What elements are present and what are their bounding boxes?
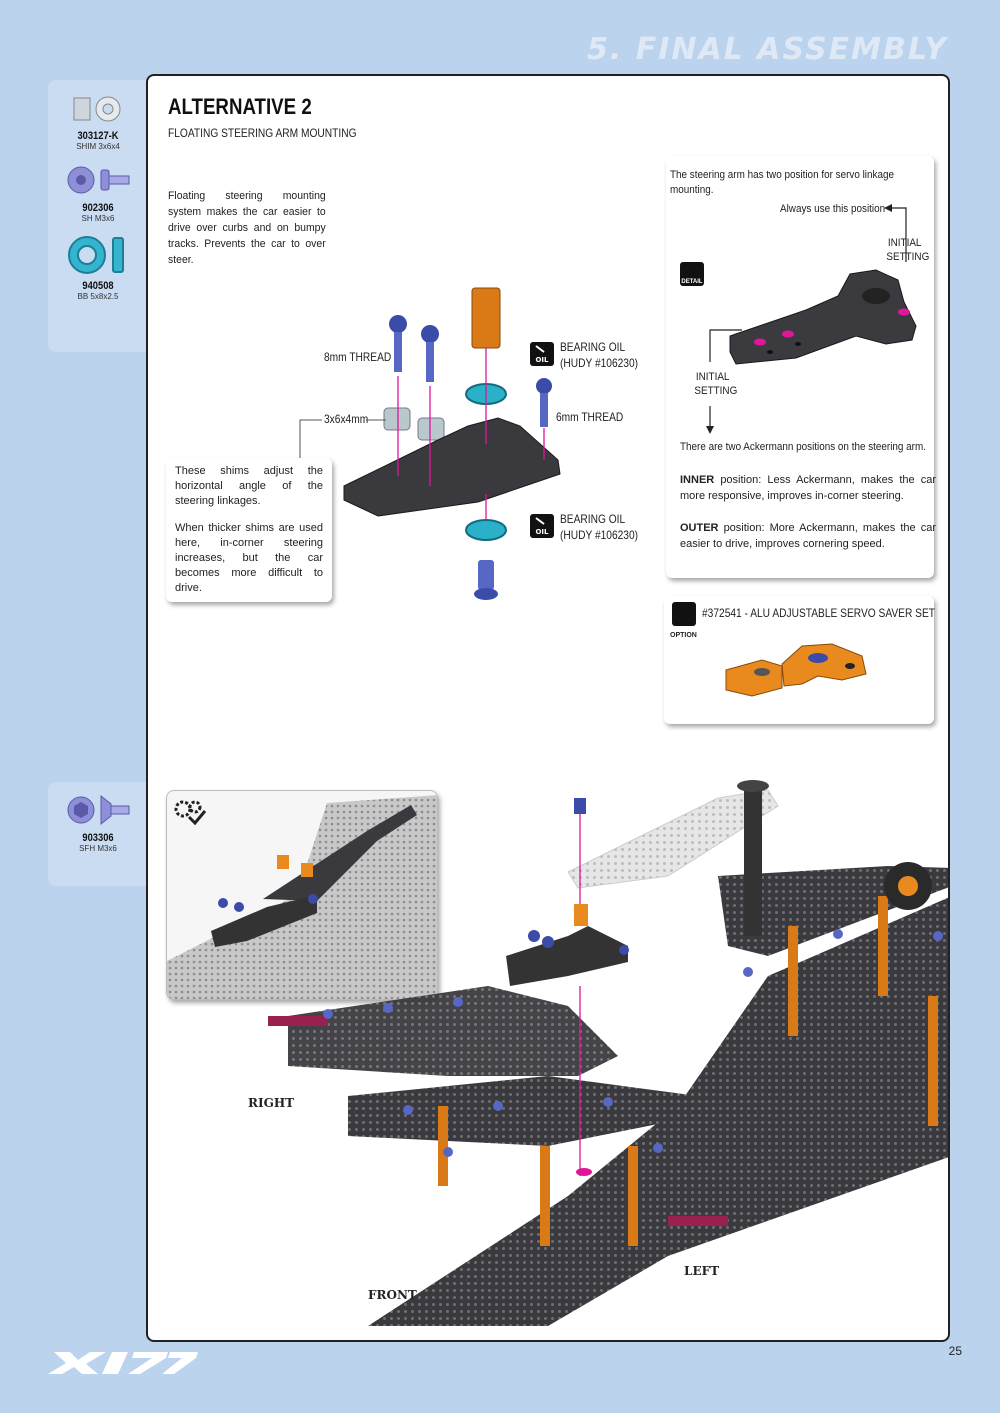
svg-text:OIL: OIL (535, 528, 549, 536)
steering-arm-detail (729, 269, 917, 365)
detail-photo (166, 790, 438, 1000)
part-desc: BB 5x8x2.5 (77, 292, 119, 301)
aluminium-post (471, 287, 501, 349)
part-desc: SFH M3x6 (79, 844, 117, 853)
socket-head-screw-icon (67, 166, 130, 194)
brand-logo (48, 1352, 198, 1374)
initial-setting-1b: SETTING (886, 251, 930, 263)
part-shim: 303127-K SHIM 3x6x4 (48, 80, 148, 152)
outer-label: OUTER (680, 522, 719, 534)
part-code: 902306 (82, 202, 114, 214)
part-ball-bearing: 940508 BB 5x8x2.5 (48, 224, 148, 302)
initial-setting-2a: INITIAL (695, 371, 730, 383)
ball-stud-right (536, 378, 552, 427)
direction-front: FRONT (368, 1288, 417, 1302)
label-bearing-oil: BEARING OIL (560, 340, 626, 354)
exploded-steering-diagram (343, 287, 561, 600)
option-text: #372541 - ALU ADJUSTABLE SERVO SAVER SET (702, 606, 936, 620)
oil-icon: OIL (530, 514, 554, 538)
part-code: 303127-K (77, 130, 119, 142)
shims-note-p1: These shims adjust the horizontal angle … (175, 465, 323, 507)
part-sh-screw: 902306 SH M3x6 (48, 152, 148, 224)
shim-icon (73, 96, 121, 122)
detail-icon-label: DETAIL (681, 279, 703, 285)
label-hudy-oil: (HUDY #106230) (560, 356, 639, 370)
label-hudy-oil: (HUDY #106230) (560, 528, 639, 542)
ball-stud-left (389, 315, 407, 372)
thumbs-up-icon (672, 602, 696, 626)
steering-top-text: The steering arm has two position for se… (670, 169, 894, 196)
flat-head-screw-icon (67, 794, 130, 826)
assembly-panel: ALTERNATIVE 2 FLOATING STEERING ARM MOUN… (146, 74, 950, 1342)
ball-stud-mid (421, 325, 439, 382)
direction-right: RIGHT (248, 1096, 295, 1110)
shims-note-p2: When thicker shims are used here, in-cor… (175, 522, 323, 594)
shims-note: These shims adjust the horizontal angle … (166, 458, 332, 602)
parts-sidebar-top: 303127-K SHIM 3x6x4 902306 SH M3x6 94050… (48, 80, 148, 352)
label-bearing-oil: BEARING OIL (560, 512, 626, 526)
shim-left (383, 407, 411, 431)
label-6mm-thread: 6mm THREAD (556, 410, 624, 424)
arrow-down-icon (706, 329, 742, 434)
svg-text:OIL: OIL (535, 356, 549, 364)
servo-saver-image (725, 643, 867, 697)
label-shim-size: 3x6x4mm (324, 412, 369, 426)
ball-bearing-icon (68, 236, 124, 274)
outer-position-text: OUTER position: More Ackermann, makes th… (680, 520, 936, 552)
shim-mid (417, 417, 445, 441)
label-8mm-thread: 8mm THREAD (324, 350, 392, 364)
inner-desc: position: Less Ackermann, makes the car … (680, 474, 936, 502)
always-use-text: Always use this position (780, 203, 886, 215)
initial-setting-1a: INITIAL (887, 237, 922, 249)
leader-lines (299, 419, 386, 464)
steering-arm (343, 417, 561, 517)
page-subtitle: FLOATING STEERING ARM MOUNTING (168, 126, 357, 140)
part-code: 903306 (82, 832, 114, 844)
page-number: 25 (948, 1344, 962, 1358)
detail-icon: DETAIL (680, 262, 704, 286)
arrow-left-icon (884, 204, 907, 262)
ackermann-text: There are two Ackermann positions on the… (680, 441, 926, 453)
initial-setting-2b: SETTING (694, 385, 738, 397)
option-icon-label: OPTION (670, 632, 697, 639)
part-sfh-screw: 903306 SFH M3x6 (48, 782, 148, 854)
gears-check-icon (174, 800, 207, 826)
bottom-screw (474, 560, 498, 600)
page-title: ALTERNATIVE 2 (168, 94, 312, 119)
chassis-assembly-image (268, 780, 948, 1326)
section-title: 5. FINAL ASSEMBLY (587, 32, 948, 67)
chassis-detail-image (167, 795, 437, 999)
part-desc: SHIM 3x6x4 (76, 142, 120, 151)
inner-position-text: INNER position: Less Ackermann, makes th… (680, 472, 936, 504)
oil-icon: OIL (530, 342, 554, 366)
part-desc: SH M3x6 (81, 214, 115, 223)
steering-arm-info-box: The steering arm has two position for se… (666, 156, 936, 578)
part-code: 940508 (82, 280, 114, 292)
bearing-bottom (465, 519, 507, 541)
direction-left: LEFT (684, 1264, 720, 1278)
parts-sidebar-bottom: 903306 SFH M3x6 (48, 782, 148, 886)
inner-label: INNER (680, 474, 715, 486)
option-box: OPTION #372541 - ALU ADJUSTABLE SERVO SA… (664, 596, 936, 724)
intro-text: Floating steering mounting system makes … (168, 190, 326, 266)
outer-desc: position: More Ackermann, makes the car … (680, 522, 936, 550)
